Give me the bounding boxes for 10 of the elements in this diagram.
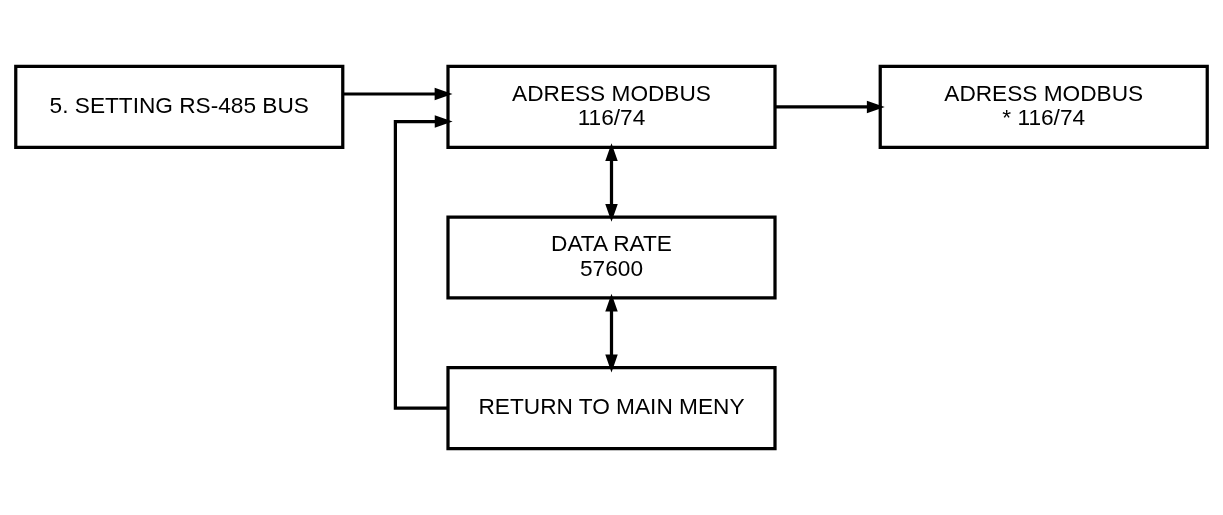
node-box: 5. SETTING RS-485 BUS (14, 64, 345, 150)
arrow (343, 87, 453, 101)
node-box: ADRESS MODBUS * 116/74 (878, 64, 1209, 150)
arrow (775, 100, 885, 114)
node-box: DATA RATE 57600 (446, 215, 777, 300)
node-box: RETURN TO MAIN MENY (446, 365, 777, 451)
node-box: ADRESS MODBUS 116/74 (446, 64, 777, 150)
arrow (393, 115, 453, 410)
arrow (605, 293, 618, 373)
arrow (605, 143, 618, 222)
